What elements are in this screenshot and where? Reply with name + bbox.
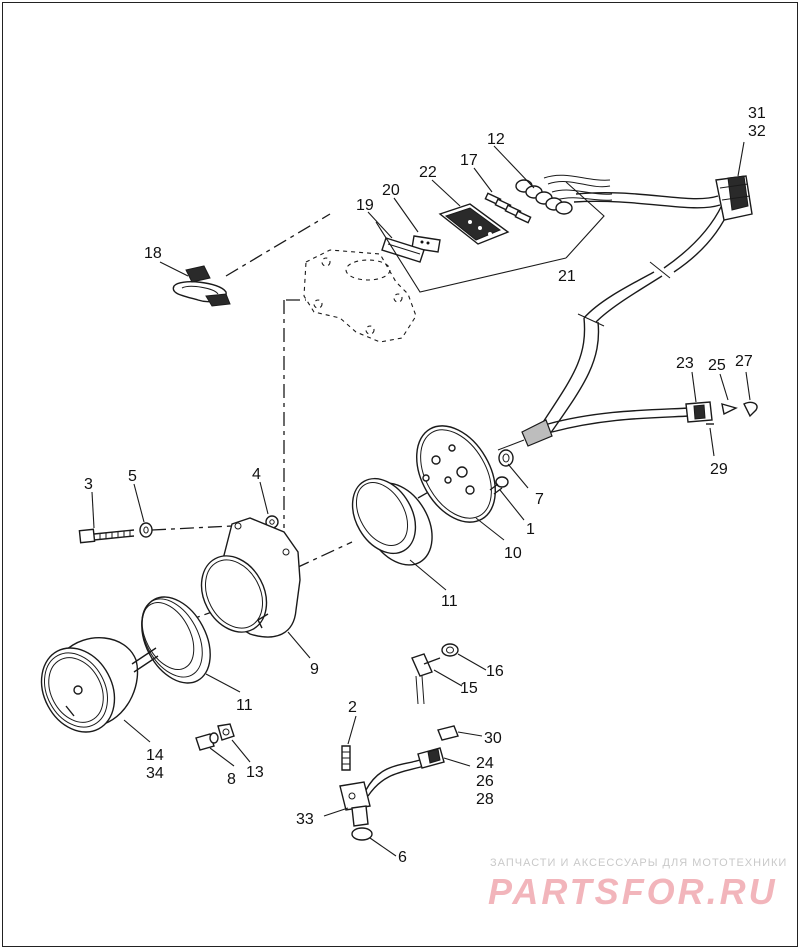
callout-32: 32: [748, 123, 766, 140]
back-plate-10: [416, 425, 496, 523]
callout-8: 8: [227, 771, 236, 788]
callout-2: 2: [348, 699, 357, 716]
callout-20: 20: [382, 182, 400, 199]
sensor-cable-24: [365, 747, 445, 797]
housing-9: [200, 517, 301, 638]
callout-7: 7: [535, 491, 544, 508]
socket-13: [217, 723, 235, 741]
terminal-30: [437, 725, 459, 741]
connector-22: [438, 203, 510, 245]
callout-23: 23: [676, 355, 694, 372]
callout-numbers: 12 17 22 20 19 18 21 31 32 23 25 27 29 7…: [84, 105, 766, 866]
callout-25: 25: [708, 357, 726, 374]
callout-5: 5: [128, 468, 137, 485]
seal-19: [381, 237, 425, 263]
callout-15: 15: [460, 680, 478, 697]
sensor-33: [339, 781, 371, 827]
callout-10: 10: [504, 545, 522, 562]
callout-31: 31: [748, 105, 766, 122]
callout-19: 19: [356, 197, 374, 214]
mounting-bracket-phantom: [303, 249, 417, 343]
watermark-brand: PARTSFOR.RU: [488, 871, 778, 912]
watermark: ЗАПЧАСТИ И АКСЕССУАРЫ ДЛЯ МОТОТЕХНИКИ PA…: [488, 857, 787, 912]
callout-4: 4: [252, 466, 261, 483]
clip-18: [172, 265, 231, 307]
cap-27: [743, 401, 758, 418]
callout-16: 16: [486, 663, 504, 680]
connector-31-32: [715, 175, 753, 221]
bulb-8: [195, 732, 219, 751]
callout-1: 1: [526, 521, 535, 538]
terminal-25: [721, 403, 738, 416]
callout-14: 14: [146, 747, 164, 764]
watermark-caption: ЗАПЧАСТИ И АКСЕССУАРЫ ДЛЯ МОТОТЕХНИКИ: [490, 857, 787, 869]
cup-11-lower: [141, 596, 211, 684]
callout-11-lower: 11: [236, 697, 253, 714]
callout-9: 9: [310, 661, 319, 678]
gauge-14-34: [40, 637, 159, 733]
callout-18: 18: [144, 245, 162, 262]
washer-4: [265, 515, 279, 529]
callout-33: 33: [296, 811, 314, 828]
callout-3: 3: [84, 476, 93, 493]
callout-22: 22: [419, 164, 437, 181]
group-bracket-21: [375, 181, 605, 293]
callout-12: 12: [487, 131, 505, 148]
callout-11-upper: 11: [441, 593, 458, 610]
callout-21: 21: [558, 268, 576, 285]
callout-30: 30: [484, 730, 502, 747]
callout-6: 6: [398, 849, 407, 866]
callout-34: 34: [146, 765, 164, 782]
callout-27: 27: [735, 353, 753, 370]
terminal-wires-12: [515, 174, 613, 215]
screw-2: [341, 745, 351, 771]
connector-23: [685, 401, 713, 423]
callout-28: 28: [476, 791, 494, 808]
cup-11-upper: [351, 477, 433, 566]
callout-26: 26: [476, 773, 494, 790]
callout-29: 29: [710, 461, 728, 478]
screw-3: [78, 528, 135, 544]
grommet-7: [498, 449, 514, 467]
leader-lines: [91, 141, 751, 857]
screw-1: [489, 476, 509, 495]
washer-5: [139, 522, 153, 538]
callout-17: 17: [460, 152, 478, 169]
terminals-17: [484, 192, 532, 224]
callout-13: 13: [246, 764, 264, 781]
oring-6: [351, 827, 373, 841]
switch-15: [411, 653, 441, 705]
nut-16: [441, 643, 459, 657]
callout-24: 24: [476, 755, 494, 772]
